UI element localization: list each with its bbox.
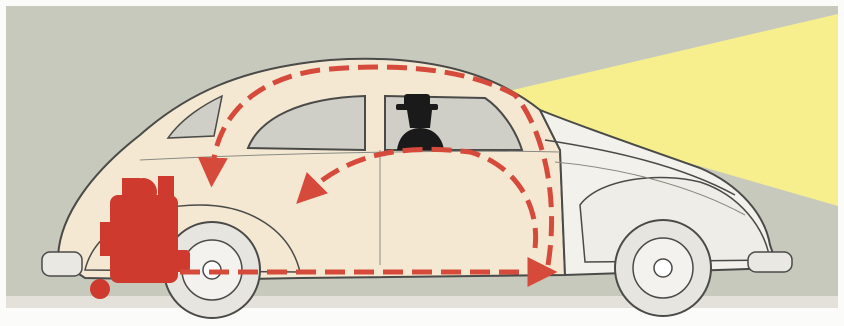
ground-strip bbox=[6, 296, 838, 308]
front-bumper bbox=[748, 252, 792, 272]
front-wheel bbox=[615, 220, 711, 316]
rear-bumper bbox=[42, 252, 82, 276]
